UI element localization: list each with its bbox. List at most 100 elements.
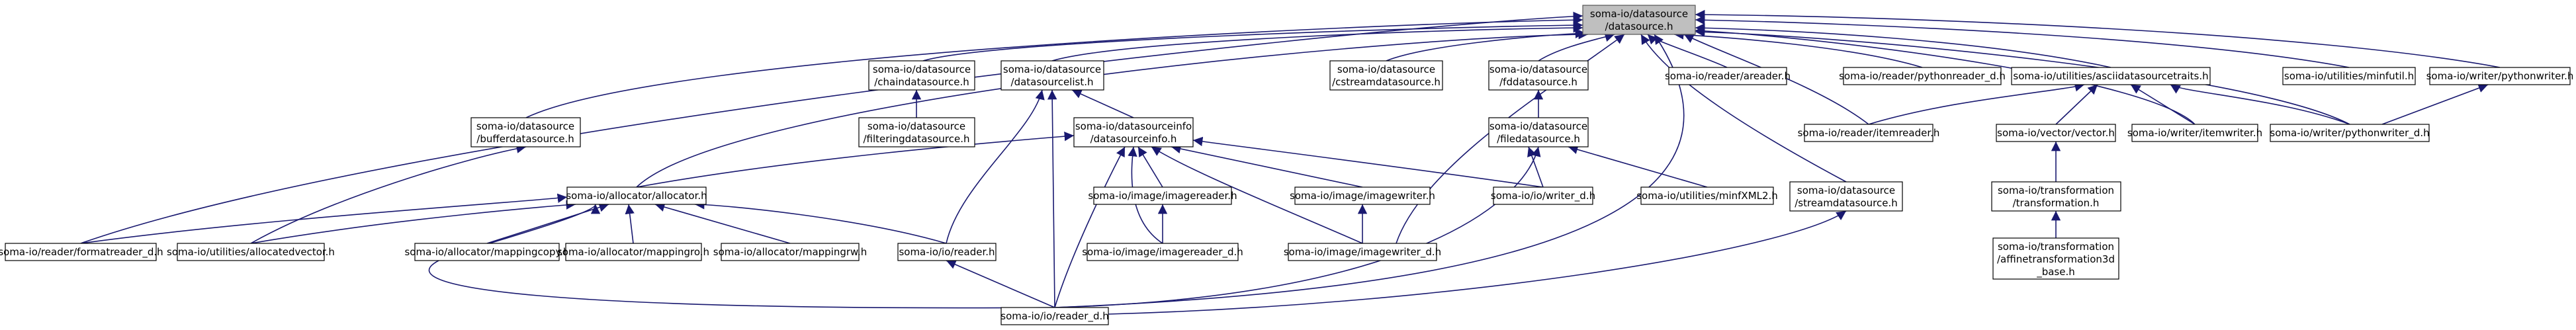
node-allocator[interactable]: soma-io/allocator/allocator.h [566,186,707,205]
svg-text:soma-io/datasource: soma-io/datasource [1003,63,1101,75]
node-mappingro[interactable]: soma-io/allocator/mappingro.h [557,243,709,261]
dependency-edge [1054,146,1126,308]
svg-text:soma-io/datasource: soma-io/datasource [1337,63,1435,75]
dependency-edge [694,200,947,244]
dependency-edge [1051,22,1583,62]
dependency-edge [636,29,1589,188]
svg-text:soma-io/datasource: soma-io/datasource [873,63,971,75]
node-mappingrw[interactable]: soma-io/allocator/mappingrw.h [713,243,867,261]
dependency-edge [1171,144,1363,188]
node-io-reader-d[interactable]: soma-io/io/reader_d.h [1000,307,1109,325]
node-datasource[interactable]: soma-io/datasource /datasource.h [1582,5,1696,35]
node-cstreamdatasource[interactable]: soma-io/datasource /cstreamdatasource.h [1329,60,1443,91]
node-imagereader[interactable]: soma-io/image/imagereader.h [1088,186,1237,205]
node-datasourcelist[interactable]: soma-io/datasource /datasourcelist.h [1000,60,1104,91]
svg-text:soma-io/reader/areader.h: soma-io/reader/areader.h [1665,70,1791,82]
dependency-edge [1695,26,2196,125]
node-mappingcopy[interactable]: soma-io/allocator/mappingcopy.h [404,243,570,261]
dependency-edge [1137,146,1163,188]
svg-text:soma-io/utilities/minfXML2.h: soma-io/utilities/minfXML2.h [1636,190,1778,202]
dependency-edge [1695,9,2501,68]
node-minfutil[interactable]: soma-io/utilities/minfutil.h [2282,67,2416,85]
node-pythonreader-d[interactable]: soma-io/reader/pythonreader_d.h [1839,67,2006,85]
dependency-edge [1108,210,1847,315]
node-pythonwriter-d[interactable]: soma-io/writer/pythonwriter_d.h [2270,124,2430,142]
dependency-edge [946,260,1055,308]
svg-text:soma-io/io/reader_d.h: soma-io/io/reader_d.h [1000,310,1108,323]
node-fddatasource[interactable]: soma-io/datasource /fddatasource.h [1488,60,1589,91]
svg-text:soma-io/datasourceinfo: soma-io/datasourceinfo [1075,120,1192,132]
dependency-edge [654,202,791,244]
svg-text:soma-io/datasource: soma-io/datasource [1797,185,1895,196]
node-bufferdatasource[interactable]: soma-io/datasource /bufferdatasource.h [470,117,581,147]
dependency-edge [636,131,1075,188]
dependency-edge [625,204,635,244]
node-transformation[interactable]: soma-io/transformation /transformation.h [1991,181,2121,212]
svg-text:soma-io/allocator/mappingcopy.: soma-io/allocator/mappingcopy.h [404,246,569,258]
node-allocatedvector[interactable]: soma-io/utilities/allocatedvector.h [167,243,335,261]
svg-text:soma-io/reader/pythonreader_d.: soma-io/reader/pythonreader_d.h [1839,70,2006,83]
dependency-edge [2130,84,2196,125]
svg-text:/filedatasource.h: /filedatasource.h [1497,133,1580,145]
svg-text:soma-io/transformation: soma-io/transformation [1998,185,2114,196]
svg-text:soma-io/reader/itemreader.h: soma-io/reader/itemreader.h [1798,127,1940,139]
dependency-edge [1640,34,1847,183]
svg-text:soma-io/allocator/allocator.h: soma-io/allocator/allocator.h [566,190,707,202]
dependency-edge [2055,84,2098,125]
node-itemreader[interactable]: soma-io/reader/itemreader.h [1798,124,1940,142]
node-itemwriter[interactable]: soma-io/writer/itemwriter.h [2127,124,2262,142]
svg-text:soma-io/utilities/asciidatasou: soma-io/utilities/asciidatasourcetraits.… [2013,70,2208,82]
node-affinetransformation3d-base[interactable]: soma-io/transformation /affinetransforma… [1992,237,2119,280]
dependency-edge [1054,34,1685,308]
svg-text:/datasourcelist.h: /datasourcelist.h [1011,76,1094,88]
node-formatreader-d[interactable]: soma-io/reader/formatreader_d.h [0,243,163,261]
dependency-edge [1071,89,1134,118]
node-pythonwriter[interactable]: soma-io/writer/pythonwriter.h [2426,67,2574,85]
dependency-edge [2170,84,2350,125]
dependency-edge [2381,83,2489,125]
dependency-edge [1868,82,2085,125]
svg-text:soma-io/writer/itemwriter.h: soma-io/writer/itemwriter.h [2127,127,2262,139]
node-minfxml2[interactable]: soma-io/utilities/minfXML2.h [1636,186,1778,205]
dependency-edge [1527,146,1544,188]
dependency-edge [250,144,527,244]
svg-text:soma-io/utilities/minfutil.h: soma-io/utilities/minfutil.h [2284,70,2414,82]
dependency-edge [1695,23,2111,68]
node-writer-d[interactable]: soma-io/io/writer_d.h [1491,186,1595,205]
dependency-edge [1568,145,1708,188]
node-filteringdatasource[interactable]: soma-io/datasource /filteringdatasource.… [858,117,975,147]
dependency-edge [525,15,1583,118]
dependency-edge [1151,146,1363,244]
svg-text:/streamdatasource.h: /streamdatasource.h [1795,197,1898,209]
svg-text:soma-io/image/imagewriter.h: soma-io/image/imagewriter.h [1290,190,1435,202]
node-chaindatasource[interactable]: soma-io/datasource /chaindatasource.h [868,60,975,91]
node-asciidatasourcetraits[interactable]: soma-io/utilities/asciidatasourcetraits.… [2011,67,2211,85]
svg-text:/affinetransformation3d: /affinetransformation3d [1997,253,2115,265]
node-filedatasource[interactable]: soma-io/datasource /filedatasource.h [1488,117,1589,147]
dependency-edge [486,202,609,244]
svg-text:soma-io/image/imagewriter_d.h: soma-io/image/imagewriter_d.h [1284,246,1441,259]
node-streamdatasource[interactable]: soma-io/datasource /streamdatasource.h [1789,181,1903,212]
node-imagewriter-d[interactable]: soma-io/image/imagewriter_d.h [1284,243,1441,261]
svg-text:soma-io/datasource: soma-io/datasource [867,120,965,132]
dependency-edge [1192,136,1544,188]
dependency-edge [1695,15,2350,68]
node-vector[interactable]: soma-io/vector/vector.h [1996,124,2116,142]
dependency-edge [1047,89,1057,308]
svg-text:soma-io/writer/pythonwriter.h: soma-io/writer/pythonwriter.h [2426,70,2574,82]
svg-text:soma-io/datasource: soma-io/datasource [1590,8,1688,20]
svg-text:soma-io/allocator/mappingro.h: soma-io/allocator/mappingro.h [557,246,709,258]
svg-text:soma-io/transformation: soma-io/transformation [1998,241,2114,253]
dependency-edge [1695,27,2350,125]
dependency-edge [428,204,1055,309]
dependency-edge [1386,28,1585,62]
svg-text:soma-io/utilities/allocatedvec: soma-io/utilities/allocatedvector.h [167,246,335,258]
node-imagereader-d[interactable]: soma-io/image/imagereader_d.h [1082,243,1243,261]
node-imagewriter[interactable]: soma-io/image/imagewriter.h [1290,186,1435,205]
node-areader[interactable]: soma-io/reader/areader.h [1665,67,1791,85]
svg-text:soma-io/datasource: soma-io/datasource [476,120,574,132]
svg-text:/filteringdatasource.h: /filteringdatasource.h [863,133,969,145]
node-io-reader[interactable]: soma-io/io/reader.h [897,243,997,261]
node-datasourceinfo[interactable]: soma-io/datasourceinfo /datasourceinfo.h [1073,117,1194,147]
